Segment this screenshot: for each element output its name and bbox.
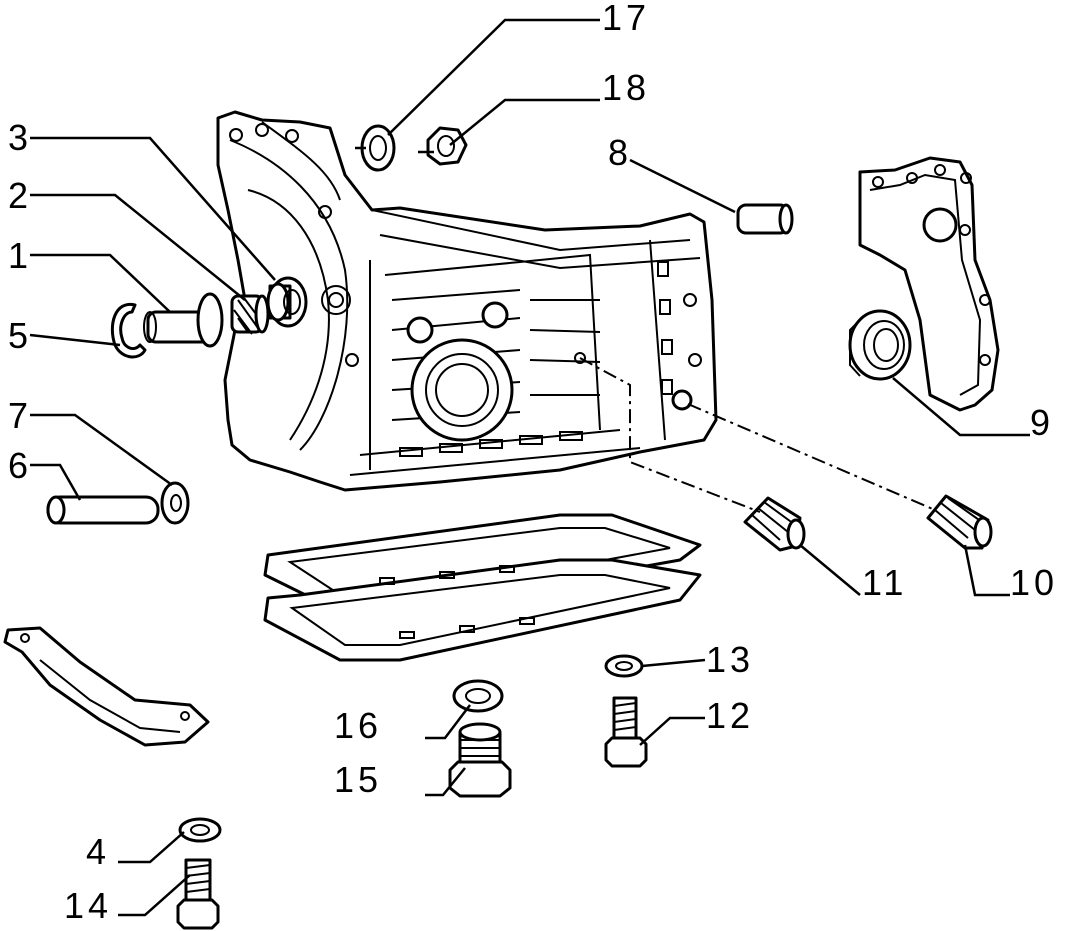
callout-7: 7 <box>8 395 32 436</box>
callout-5: 5 <box>8 315 32 356</box>
rear-cover <box>858 156 1000 412</box>
part-4-washer <box>178 817 222 843</box>
callout-14: 14 <box>64 885 112 926</box>
part-10-plug <box>926 494 993 550</box>
part-14-bolt <box>176 858 220 930</box>
part-8-sleeve <box>736 203 794 235</box>
callout-4: 4 <box>86 831 110 872</box>
callout-15: 15 <box>334 759 382 800</box>
gearbox-housing <box>216 110 718 492</box>
part-6-pin <box>46 495 160 525</box>
callout-17: 17 <box>602 0 650 38</box>
part-15-drain-plug <box>448 722 512 798</box>
callout-1: 1 <box>8 235 32 276</box>
callout-12: 12 <box>706 695 754 736</box>
part-1-shaft <box>143 292 224 348</box>
callout-9: 9 <box>1030 402 1054 443</box>
part-2-bearing <box>230 294 270 335</box>
part-11-plug <box>743 496 806 552</box>
alignment-lines <box>579 357 936 513</box>
callout-6: 6 <box>8 445 32 486</box>
part-13-washer <box>604 654 644 678</box>
part-12-bolt <box>604 696 648 768</box>
part-17-washer <box>355 124 396 172</box>
callout-16: 16 <box>334 705 382 746</box>
callout-10: 10 <box>1010 562 1058 603</box>
callout-2: 2 <box>8 175 32 216</box>
callout-13: 13 <box>706 639 754 680</box>
part-18-nut <box>418 126 468 166</box>
undertray-shield <box>3 626 210 747</box>
leader-lines <box>29 18 1030 917</box>
part-7-washer <box>160 481 190 525</box>
callout-labels: 1 2 3 4 5 6 7 8 9 10 11 12 13 14 15 16 1… <box>8 0 1058 926</box>
callout-18: 18 <box>602 67 650 108</box>
part-9-seal <box>848 309 912 381</box>
part-3-bushing <box>266 276 308 328</box>
callout-3: 3 <box>8 117 32 158</box>
callout-11: 11 <box>862 562 907 603</box>
part-5-circlip <box>110 302 147 359</box>
part-16-washer <box>452 679 504 713</box>
oil-pan-gaskets <box>263 513 702 662</box>
callout-8: 8 <box>608 132 632 173</box>
